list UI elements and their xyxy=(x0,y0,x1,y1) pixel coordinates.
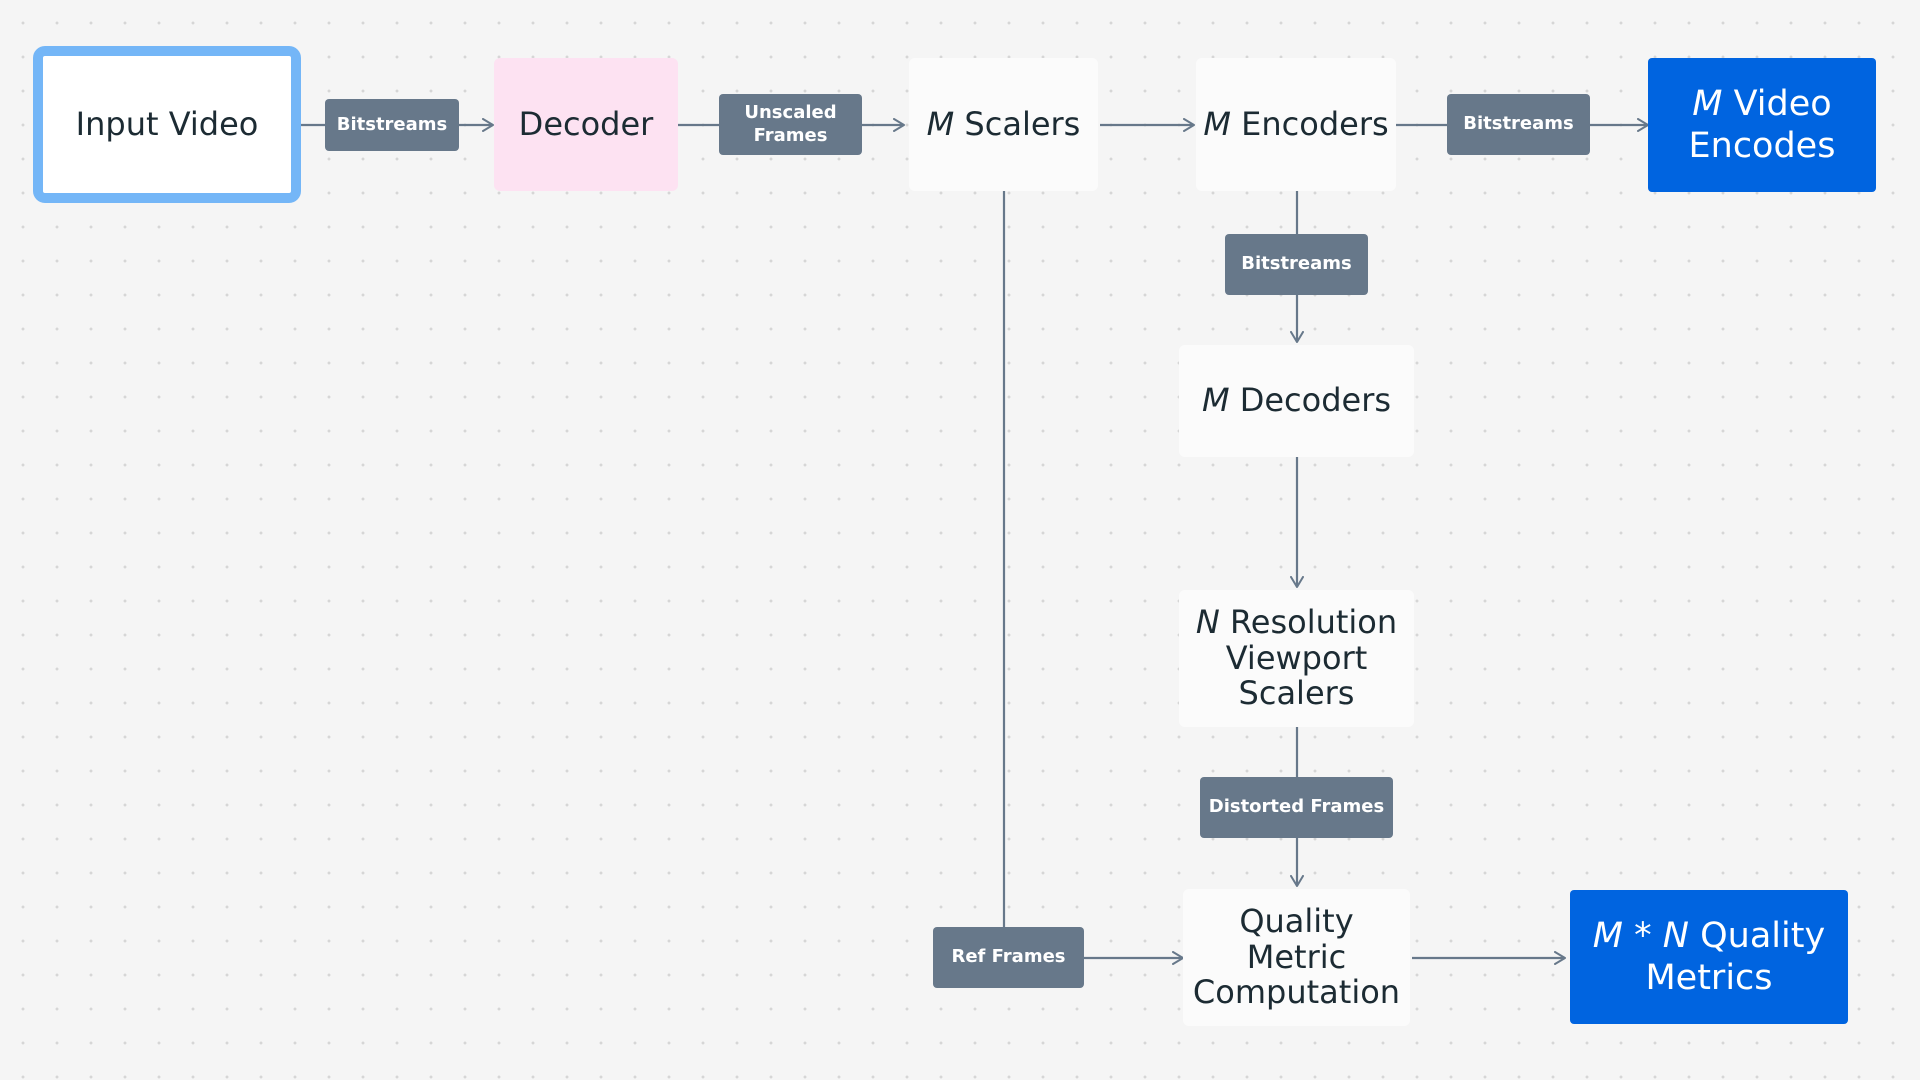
input-video-label: Input Video xyxy=(75,104,259,143)
m-video-encodes-node[interactable]: M Video Encodes xyxy=(1648,58,1876,192)
m-video-encodes-label: M Video Encodes xyxy=(1689,83,1836,167)
distorted-frames-text: Distorted Frames xyxy=(1208,796,1385,818)
bitstreams-text: Bitstreams xyxy=(1463,113,1574,135)
edge-scalers-to-quality-ref xyxy=(1002,191,1184,965)
mn-quality-metrics-node[interactable]: M * N Quality Metrics xyxy=(1570,890,1848,1024)
multiply-operator: * xyxy=(1634,916,1652,956)
edge-label-unscaled-frames: Unscaled Frames xyxy=(719,94,862,155)
resolution-text: Resolution xyxy=(1229,602,1398,641)
m-variable: M xyxy=(1592,916,1623,956)
viewport-scalers-line1: N Resolution xyxy=(1196,603,1397,641)
m-variable: M xyxy=(1692,84,1723,124)
frames-text: Frames xyxy=(753,124,828,146)
unscaled-text: Unscaled xyxy=(744,102,837,123)
quality-line1: Quality xyxy=(1239,901,1354,940)
decoders-text: Decoders xyxy=(1239,381,1392,420)
quality-line3: Computation xyxy=(1192,973,1401,1012)
m-scalers-node[interactable]: M Scalers xyxy=(909,58,1098,191)
mn-quality-line1: M * N Quality xyxy=(1593,916,1825,956)
m-encoders-label: M Encoders xyxy=(1203,104,1389,143)
mn-quality-metrics-label: M * N Quality Metrics xyxy=(1593,915,1825,999)
video-text: Video xyxy=(1733,84,1832,124)
viewport-scalers-line2: Viewport xyxy=(1225,638,1368,677)
m-variable: M xyxy=(926,104,955,143)
edge-label-bitstreams-decode: Bitstreams xyxy=(1225,234,1368,295)
ref-frames-text: Ref Frames xyxy=(951,946,1066,968)
decoder-label: Decoder xyxy=(518,104,654,143)
n-resolution-viewport-scalers-label: N Resolution Viewport Scalers xyxy=(1196,603,1397,713)
quality-metric-computation-node[interactable]: Quality Metric Computation xyxy=(1183,889,1410,1026)
viewport-scalers-line3: Scalers xyxy=(1238,674,1355,713)
n-variable: N xyxy=(1662,916,1689,956)
decoder-node[interactable]: Decoder xyxy=(494,58,678,191)
bitstreams-text: Bitstreams xyxy=(1241,253,1352,275)
n-variable: N xyxy=(1195,602,1220,641)
m-decoders-label: M Decoders xyxy=(1201,381,1392,420)
n-resolution-viewport-scalers-node[interactable]: N Resolution Viewport Scalers xyxy=(1179,590,1414,727)
bitstreams-text: Bitstreams xyxy=(336,113,448,135)
mn-quality-line2: Metrics xyxy=(1645,958,1773,998)
m-video-encodes-line1: M Video xyxy=(1692,84,1831,124)
quality-metric-computation-label: Quality Metric Computation xyxy=(1192,901,1401,1012)
edge-label-distorted-frames: Distorted Frames xyxy=(1200,777,1393,838)
edge-label-bitstreams-output: Bitstreams xyxy=(1447,94,1590,155)
quality-line2: Metric xyxy=(1246,937,1347,976)
edge-label-ref-frames: Ref Frames xyxy=(933,927,1084,988)
edge-label-bitstreams-input: Bitstreams xyxy=(325,99,459,151)
m-variable: M xyxy=(1203,104,1231,143)
m-decoders-node[interactable]: M Decoders xyxy=(1179,345,1414,457)
encoders-text: Encoders xyxy=(1241,104,1389,143)
unscaled-frames-text: Unscaled Frames xyxy=(744,102,836,147)
m-video-encodes-line2: Encodes xyxy=(1688,126,1836,166)
m-scalers-label: M Scalers xyxy=(926,104,1081,143)
m-variable: M xyxy=(1201,381,1230,420)
scalers-text: Scalers xyxy=(964,104,1081,143)
m-encoders-node[interactable]: M Encoders xyxy=(1196,58,1396,191)
input-video-node[interactable]: Input Video xyxy=(33,46,301,203)
quality-text: Quality xyxy=(1700,916,1826,956)
